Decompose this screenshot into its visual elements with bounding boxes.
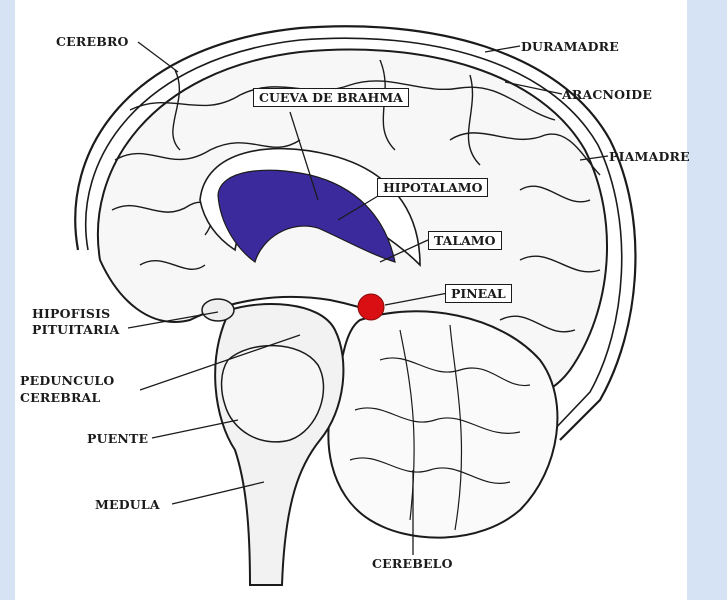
cerebellum-outline (328, 311, 557, 537)
label-aracnoide: ARACNOIDE (562, 87, 652, 102)
pineal-marker (358, 294, 384, 320)
label-cerebelo: CEREBELO (372, 556, 453, 571)
pituitary-gland (202, 299, 234, 321)
label-hipofisis-line1: HIPOFISIS (32, 306, 110, 321)
diagram-panel: CEREBRO DURAMADRE ARACNOIDE PIAMADRE CUE… (15, 0, 687, 600)
label-cueva-de-brahma: CUEVA DE BRAHMA (253, 88, 409, 107)
label-puente: PUENTE (87, 431, 148, 446)
label-pedunculo-line2: CEREBRAL (20, 390, 100, 405)
label-pineal: PINEAL (445, 284, 512, 303)
label-piamadre: PIAMADRE (609, 149, 690, 164)
label-cerebro: CEREBRO (56, 34, 129, 49)
label-pedunculo-line1: PEDUNCULO (20, 373, 114, 388)
label-talamo: TALAMO (428, 231, 502, 250)
label-hipofisis-line2: PITUITARIA (32, 322, 120, 337)
label-duramadre: DURAMADRE (521, 39, 619, 54)
label-hipotalamo: HIPOTALAMO (377, 178, 488, 197)
label-medula: MEDULA (95, 497, 160, 512)
